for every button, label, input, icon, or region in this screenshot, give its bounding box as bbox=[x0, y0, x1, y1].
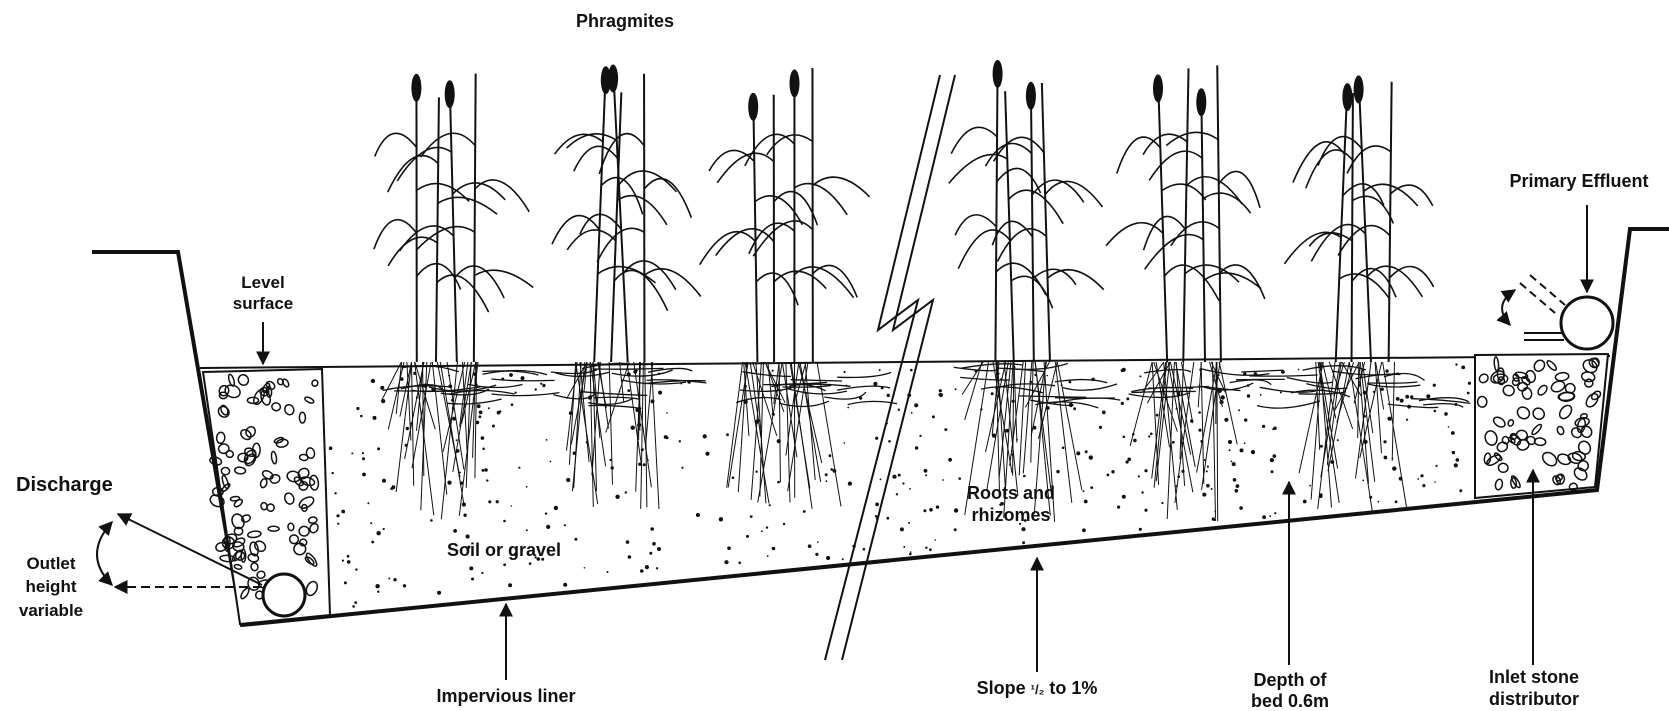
phragmites-label: Phragmites bbox=[576, 11, 674, 31]
outlet-label-line3: variable bbox=[19, 601, 83, 620]
soil-label: Soil or gravel bbox=[447, 540, 561, 560]
section-break-lines bbox=[825, 75, 955, 660]
inlet-pipe bbox=[1502, 275, 1613, 349]
roots-label-line1: Roots and bbox=[967, 483, 1055, 503]
reed-clump bbox=[374, 74, 560, 520]
level-surface-label-line2: surface bbox=[233, 294, 293, 313]
inlet-label-line2: distributor bbox=[1489, 689, 1579, 709]
roots-label-line2: rhizomes bbox=[971, 505, 1050, 525]
discharge-label: Discharge bbox=[16, 474, 113, 496]
outlet-label-line2: height bbox=[26, 577, 77, 596]
depth-label-line1: Depth of bbox=[1254, 670, 1328, 690]
inlet-label-line1: Inlet stone bbox=[1489, 667, 1579, 687]
primary-effluent-label: Primary Effluent bbox=[1509, 171, 1648, 191]
level-surface-label-line1: Level bbox=[241, 273, 284, 292]
reed-clump bbox=[700, 68, 897, 509]
slope-label: Slope ¹/₂ to 1% bbox=[977, 678, 1098, 698]
depth-label-line2: bed 0.6m bbox=[1251, 691, 1329, 711]
reed-clump bbox=[551, 65, 707, 509]
reed-clump bbox=[1284, 75, 1470, 513]
outlet-pipe bbox=[263, 574, 305, 616]
reed-clump bbox=[1106, 65, 1320, 521]
reed-clump bbox=[949, 60, 1121, 522]
phragmites-plants bbox=[374, 60, 1471, 522]
impervious-liner-label: Impervious liner bbox=[436, 686, 575, 706]
inlet-stone-zone bbox=[1475, 354, 1608, 498]
outlet-label-line1: Outlet bbox=[26, 554, 75, 573]
